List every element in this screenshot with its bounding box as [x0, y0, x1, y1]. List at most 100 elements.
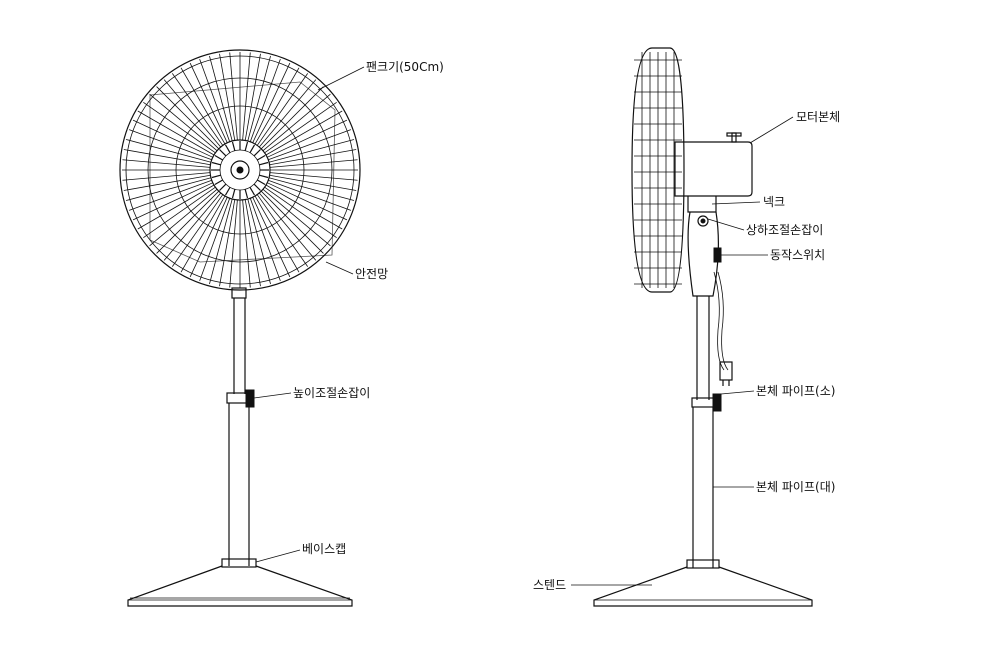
guard-spoke: [128, 179, 212, 211]
guard-spoke: [149, 93, 218, 152]
guard-spoke: [209, 55, 233, 142]
guard-spoke: [156, 86, 220, 150]
guard-spoke: [260, 190, 324, 254]
front-neck: [231, 287, 247, 299]
front-guard-spokes: [122, 52, 358, 288]
guard-spoke: [189, 62, 228, 143]
front-hub-teeth: [211, 141, 269, 199]
guard-spoke: [132, 182, 213, 221]
guard-spoke: [249, 198, 281, 282]
guard-spoke: [219, 199, 236, 287]
guard-spoke: [256, 194, 309, 267]
guard-spoke: [122, 172, 211, 181]
guard-spoke: [128, 129, 212, 161]
side-base: [593, 566, 813, 607]
guard-spoke: [269, 159, 358, 168]
guard-spoke: [252, 62, 291, 143]
label-safety-guard: 안전망: [355, 267, 388, 281]
side-motor-body: [674, 141, 753, 197]
guard-spoke: [264, 186, 337, 239]
guard-spoke: [163, 192, 222, 261]
guard-spoke: [149, 188, 218, 247]
guard-spoke: [249, 58, 281, 142]
guard-spoke: [163, 79, 222, 148]
guard-spoke: [254, 195, 300, 273]
guard-spoke: [180, 67, 226, 145]
guard-spoke: [242, 52, 251, 141]
front-base-cap: [221, 558, 257, 568]
hub-tooth: [231, 189, 236, 199]
label-base-cap: 베이스캡: [302, 542, 346, 556]
guard-spoke: [171, 194, 224, 267]
front-blade-outline: [149, 81, 336, 263]
side-neck-arm: [687, 211, 719, 297]
label-body-pipe-large: 본체 파이프(대): [756, 480, 835, 494]
label-body-pipe-small: 본체 파이프(소): [756, 384, 835, 398]
hub-tooth: [219, 149, 227, 157]
hub-tooth: [244, 141, 249, 151]
guard-spoke: [268, 179, 352, 211]
front-height-knob: [245, 389, 255, 408]
side-base-cap: [686, 559, 720, 569]
guard-spoke: [209, 198, 233, 285]
guard-spoke: [264, 101, 337, 154]
guard-spoke: [265, 184, 343, 230]
hub-tooth: [214, 179, 223, 186]
guard-spoke: [265, 110, 343, 156]
guard-spoke: [122, 159, 211, 168]
side-guard-grid: [634, 52, 682, 288]
hub-tooth: [211, 161, 221, 166]
side-neck: [687, 196, 717, 213]
guard-spoke: [254, 67, 300, 145]
guard-spoke: [267, 119, 348, 158]
guard-spoke: [143, 101, 216, 154]
front-guard-outer-ring: [119, 49, 361, 291]
front-hub-center: [236, 166, 244, 174]
front-hub-inner: [230, 160, 250, 180]
side-view: [593, 47, 813, 607]
guard-spoke: [125, 177, 212, 201]
label-motor-body: 모터본체: [796, 110, 840, 124]
labels: 팬크기(50Cm) 안전망 높이조절손잡이 베이스캡 모터본체 넥크 상하조절손…: [293, 60, 840, 592]
guard-spoke: [256, 73, 309, 146]
leader-lines: [253, 66, 794, 586]
guard-spoke: [229, 199, 238, 288]
guard-spoke: [244, 53, 261, 141]
label-fan-size: 팬크기(50Cm): [366, 60, 444, 74]
guard-spoke: [123, 149, 211, 166]
guard-spoke: [268, 177, 355, 201]
guard-spoke: [125, 139, 212, 163]
hub-tooth: [253, 149, 261, 157]
hub-tooth: [214, 154, 223, 161]
guard-spoke: [269, 149, 357, 166]
hub-tooth: [231, 141, 236, 151]
guard-spoke: [137, 184, 215, 230]
label-height-knob: 높이조절손잡이: [293, 386, 370, 400]
guard-spoke: [258, 192, 317, 261]
guard-spoke: [247, 198, 271, 285]
guard-spoke: [242, 199, 251, 288]
front-base: [127, 565, 353, 607]
guard-spoke: [268, 139, 355, 163]
guard-spoke: [247, 55, 271, 142]
front-hub-outer: [209, 139, 271, 201]
guard-spoke: [180, 195, 226, 273]
side-tilt-knob: [697, 215, 709, 227]
hub-tooth: [244, 189, 249, 199]
guard-spoke: [244, 199, 261, 287]
guard-spoke: [262, 93, 331, 152]
side-height-knob: [712, 393, 722, 412]
guard-spoke: [252, 197, 291, 278]
hub-tooth: [253, 183, 261, 191]
guard-spoke: [137, 110, 215, 156]
guard-spoke: [258, 79, 317, 148]
label-operation-switch: 동작스위치: [770, 248, 825, 262]
side-guard: [631, 47, 685, 293]
hub-tooth: [224, 187, 231, 196]
guard-spoke: [199, 198, 231, 282]
hub-tooth: [219, 183, 227, 191]
label-neck: 넥크: [763, 195, 785, 209]
label-tilt-knob: 상하조절손잡이: [746, 223, 823, 237]
side-operation-switch: [713, 247, 722, 263]
guard-spoke: [171, 73, 224, 146]
